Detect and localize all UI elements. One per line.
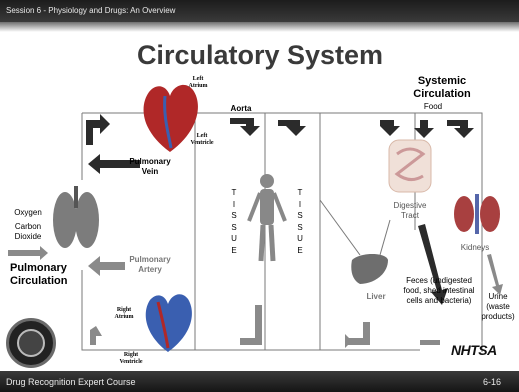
aorta-label: Aorta (226, 104, 256, 114)
course-title: Drug Recognition Expert Course (6, 377, 136, 387)
feces-label: Feces (undigested food, shed intestinal … (402, 276, 476, 306)
arrow-lower-left (90, 326, 102, 345)
page-number: 6-16 (483, 377, 501, 387)
carbon-dioxide-label: Carbon Dioxide (8, 222, 48, 242)
liver-line (320, 200, 360, 255)
lungs-image (50, 182, 102, 250)
digestive-tract-image (385, 136, 435, 196)
oxygen-label: Oxygen (8, 208, 48, 218)
pulmonary-circulation-label: Pulmonary Circulation (10, 262, 80, 288)
urine-label: Urine (waste products) (478, 292, 518, 322)
liver-image (350, 250, 390, 288)
right-ventricle-label: Right Ventricle (114, 352, 148, 366)
nhtsa-logo: NHTSA (451, 342, 497, 358)
arrow-bottom-right (420, 340, 440, 345)
arrow-kidneys (447, 120, 474, 138)
arrow-tissue-2 (278, 120, 306, 136)
arrow-upper-left (86, 114, 110, 145)
arrow-urine (487, 254, 503, 295)
arrow-pulmonary-left-bar (8, 250, 40, 256)
arrow-pulmonary-artery (88, 256, 125, 276)
arrow-pulmonary-left-head (40, 246, 48, 260)
arrow-lower-mid (240, 305, 262, 345)
human-body-image (247, 173, 287, 263)
liver-label: Liver (358, 292, 394, 302)
dre-seal-logo (6, 318, 56, 368)
left-ventricle-label: Left Ventricle (186, 133, 218, 147)
footer-bar: Drug Recognition Expert Course 6-16 (0, 371, 519, 392)
heart-bottom-image (138, 288, 198, 356)
kidneys-label: Kidneys (455, 243, 495, 253)
right-atrium-label: Right Atrium (108, 307, 140, 321)
arrow-aorta (230, 118, 260, 136)
systemic-circulation-label: Systemic Circulation (404, 75, 480, 101)
left-atrium-label: Left Atrium (183, 76, 213, 90)
arrow-liver-return-head (345, 334, 352, 348)
food-label: Food (418, 102, 448, 112)
arrow-digestive (380, 120, 400, 136)
kidneys-image (452, 190, 502, 238)
pulmonary-artery-label: Pulmonary Artery (122, 255, 178, 275)
digestive-tract-label: Digestive Tract (385, 201, 435, 221)
pulmonary-vein-label: Pulmonary Vein (128, 157, 172, 177)
